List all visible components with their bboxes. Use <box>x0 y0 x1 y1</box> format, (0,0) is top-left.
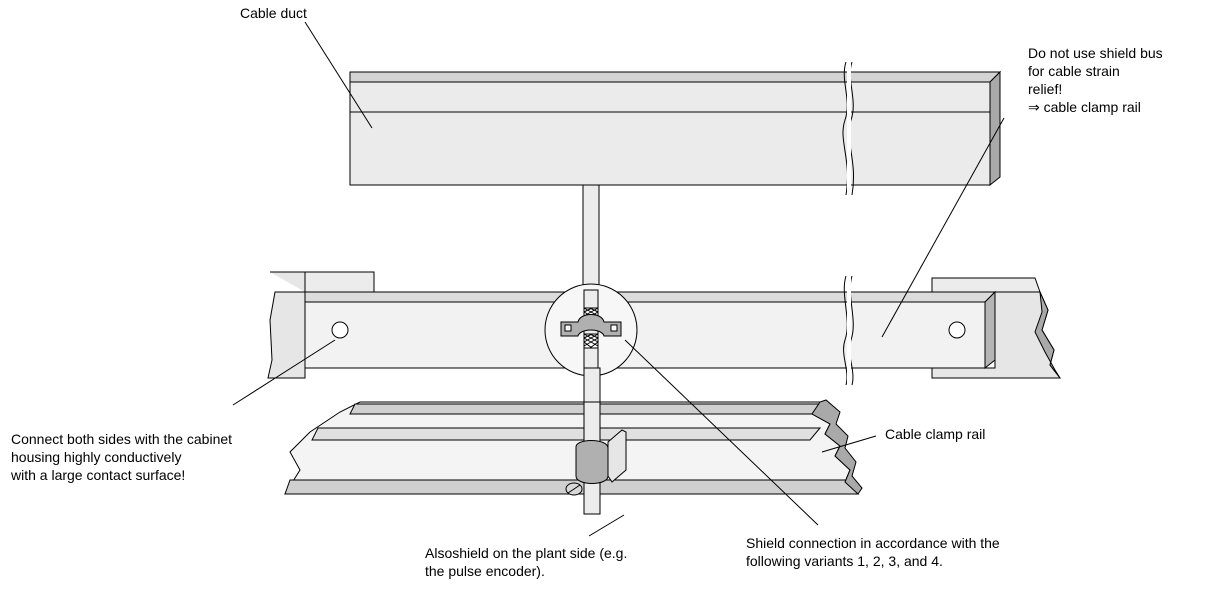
label-line: with a large contact surface! <box>11 467 186 483</box>
cable-duct-top-face <box>349 71 1002 83</box>
leader-line-shield-bus-warning <box>881 117 1005 338</box>
cable-duct-end-face <box>989 70 1001 187</box>
label-line: the pulse encoder). <box>425 563 545 579</box>
cable-clamp-rail <box>284 399 863 515</box>
label-line: relief! <box>1028 81 1063 97</box>
right-bracket-top <box>931 277 1041 293</box>
label-cable-duct-text: Cable duct <box>240 5 307 21</box>
shield-bus-break-mark <box>843 275 848 386</box>
label-connect-sides: Connect both sides with the cabinet hous… <box>11 430 232 484</box>
leader-line-cable-duct <box>304 21 373 129</box>
rail-cable-clamp-tab <box>607 429 627 483</box>
shield-bus-bar-end <box>984 290 996 370</box>
shield-clamp <box>560 314 622 337</box>
clamp-screw-left <box>564 324 572 332</box>
clamp-rail-jagged-end <box>811 399 863 495</box>
label-line: Alsoshield on the plant side (e.g. <box>425 545 628 561</box>
label-line: Do not use shield bus <box>1028 45 1163 61</box>
mounting-hole-left <box>331 321 349 339</box>
shield-bus <box>267 271 1062 386</box>
label-line: following variants 1, 2, 3, and 4. <box>746 553 943 569</box>
label-cable-clamp-rail-text: Cable clamp rail <box>885 426 986 442</box>
mounting-hole-right <box>948 321 966 339</box>
leader-line-cable-clamp-rail <box>821 435 877 453</box>
rail-cable-clamp <box>575 440 609 484</box>
clamp-rail-mid-groove <box>311 427 822 441</box>
leader-line-connect-sides <box>232 339 336 406</box>
shield-bus-bar-top <box>304 291 997 303</box>
label-line: housing highly conductively <box>11 449 182 465</box>
right-bracket-jagged-edge <box>1034 291 1061 379</box>
label-line: ⇒ cable clamp rail <box>1028 99 1141 115</box>
label-shield-bus-warning: Do not use shield bus for cable strain r… <box>1028 44 1163 116</box>
leader-lines <box>232 21 1005 537</box>
label-plant-side: Alsoshield on the plant side (e.g. the p… <box>425 544 627 580</box>
label-line: for cable strain <box>1028 63 1120 79</box>
label-line: Shield connection in accordance with the <box>746 535 1000 551</box>
cable-duct-front-face <box>349 81 991 186</box>
label-cable-clamp-rail: Cable clamp rail <box>885 425 985 443</box>
shield-clamp-detail <box>544 283 638 377</box>
clamp-screw-right <box>610 324 618 332</box>
label-cable-duct: Cable duct <box>240 4 307 22</box>
cable-duct <box>349 60 1002 197</box>
label-shield-connection: Shield connection in accordance with the… <box>746 534 1000 570</box>
leader-line-shield-connection <box>624 339 819 526</box>
leader-line-plant-side <box>588 514 625 537</box>
cable-lower <box>583 367 601 405</box>
shield-bus-bar <box>304 301 986 369</box>
label-line: Connect both sides with the cabinet <box>11 431 233 447</box>
